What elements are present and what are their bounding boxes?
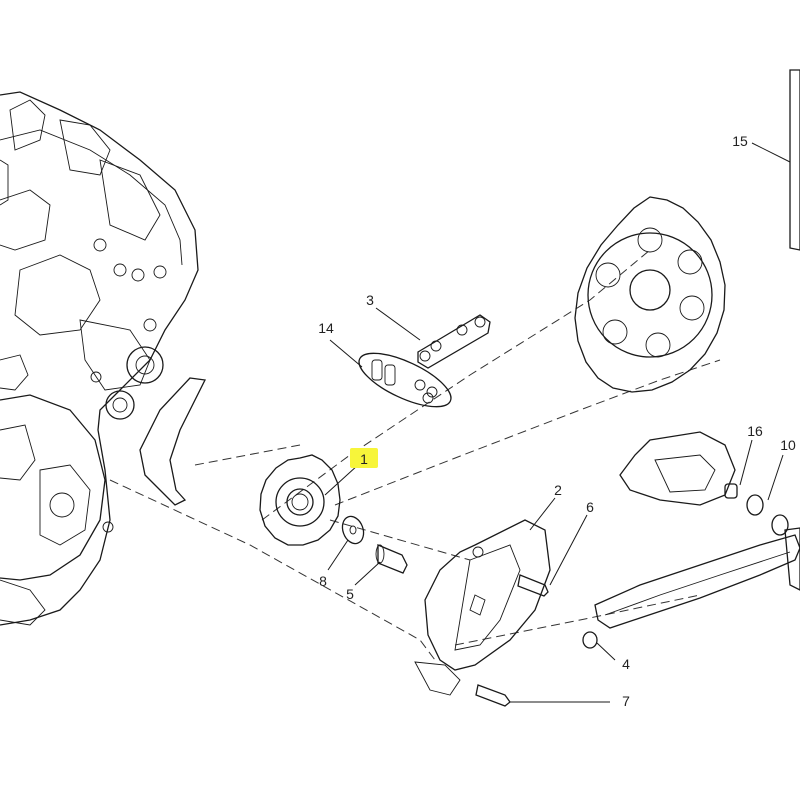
- callout-2: 2: [554, 482, 562, 498]
- callout-6: 6: [586, 499, 594, 515]
- rear-sprocket: [574, 196, 726, 393]
- callout-8: 8: [319, 573, 327, 589]
- master-link-kit: [358, 352, 452, 408]
- washer-10: [746, 494, 764, 516]
- side-panel: [789, 69, 800, 251]
- callout-7: 7: [622, 693, 630, 709]
- sprocket-cover: [414, 519, 551, 696]
- callout-16: 16: [747, 423, 763, 439]
- callouts: 1 2 3 4 5 6 7 8 10 14 15 16: [318, 133, 796, 709]
- chain-guide: [619, 431, 736, 506]
- leader-lines: [324, 142, 791, 703]
- sprocket-bolt: [375, 544, 408, 574]
- front-sprocket: [259, 454, 341, 546]
- callout-15: 15: [732, 133, 748, 149]
- spacer-4: [582, 631, 598, 649]
- nut-10b: [771, 514, 789, 536]
- callout-3: 3: [366, 292, 374, 308]
- gasket-outline: [139, 377, 206, 506]
- callout-5: 5: [346, 586, 354, 602]
- cover-screw-6: [517, 574, 549, 597]
- bolt-16: [724, 483, 738, 499]
- callout-10: 10: [780, 437, 796, 453]
- callout-4: 4: [622, 656, 630, 672]
- washer: [341, 515, 365, 545]
- chain-link: [417, 314, 491, 369]
- callout-1-highlight: [350, 448, 378, 468]
- swingarm-slider: [594, 527, 800, 629]
- engine-assembly: [0, 91, 199, 626]
- callout-14: 14: [318, 320, 334, 336]
- cover-screw-7: [475, 684, 511, 707]
- callout-1: 1: [360, 451, 368, 467]
- chain-path: [109, 249, 721, 661]
